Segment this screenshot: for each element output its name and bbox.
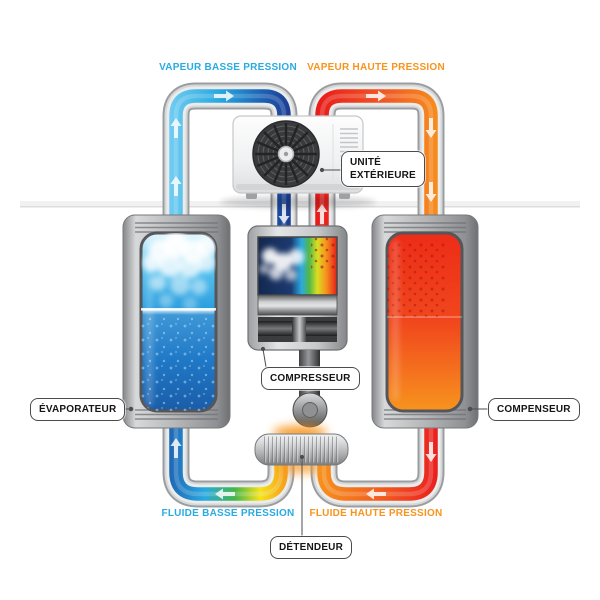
outdoor-unit-tag-line2: EXTÉRIEURE xyxy=(350,170,416,181)
leader-lines xyxy=(115,167,489,536)
expansion-valve-tag: DÉTENDEUR xyxy=(270,536,353,559)
compressor xyxy=(247,225,348,428)
fluid-low-pressure-label: FLUIDE BASSE PRESSION xyxy=(161,508,295,519)
fluid-high-pressure-label: FLUIDE HAUTE PRESSION xyxy=(309,508,443,519)
vapor-low-pressure-label: VAPEUR BASSE PRESSION xyxy=(159,62,297,73)
evaporator-tag: ÉVAPORATEUR xyxy=(30,398,126,421)
compressor-tag: COMPRESSEUR xyxy=(261,367,360,390)
outdoor-unit-tag: UNITÉ EXTÉRIEURE xyxy=(341,151,425,187)
condenser-tag: COMPENSEUR xyxy=(488,398,580,421)
vapor-high-pressure-label: VAPEUR HAUTE PRESSION xyxy=(307,62,445,73)
evaporator-tank xyxy=(122,214,231,429)
fan-icon xyxy=(252,120,320,188)
refrigerant-pipes xyxy=(162,82,445,508)
outdoor-unit-tag-line1: UNITÉ xyxy=(350,157,381,168)
condenser-tank xyxy=(371,214,479,429)
